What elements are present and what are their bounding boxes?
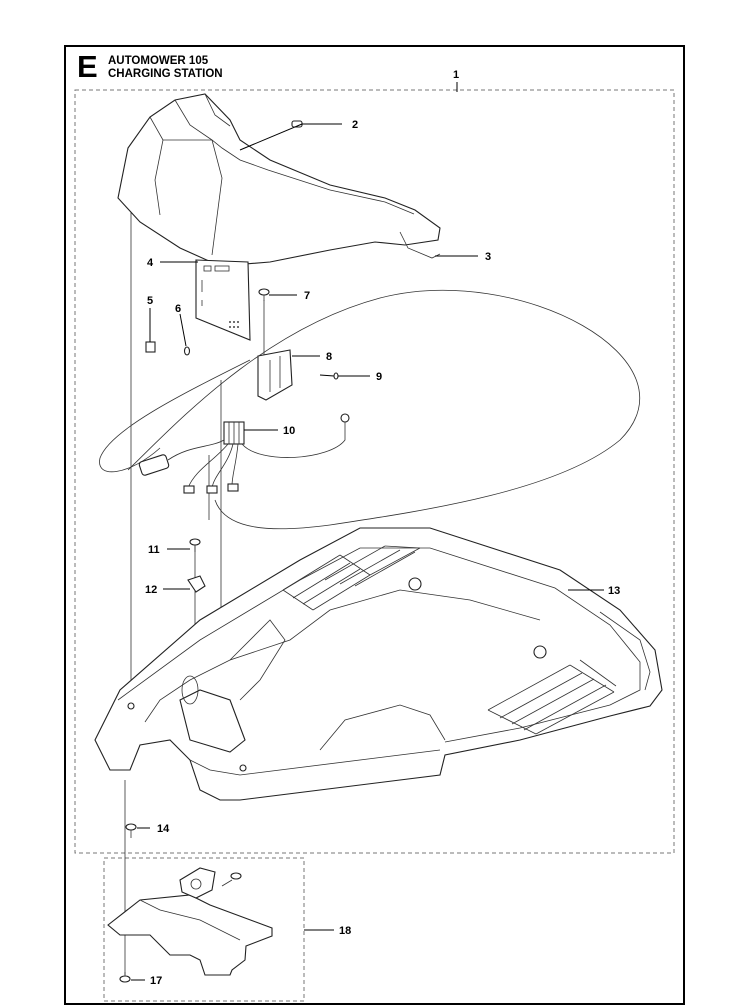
part-screw-14 bbox=[125, 823, 137, 838]
section-letter: E bbox=[77, 49, 98, 84]
circuit-board bbox=[195, 259, 251, 341]
callout-1: 1 bbox=[453, 69, 459, 81]
callout-2: 2 bbox=[352, 119, 358, 131]
part-screw bbox=[258, 288, 270, 301]
callout-leaders bbox=[131, 82, 604, 981]
diagram-title-model: AUTOMOWER 105 bbox=[108, 55, 209, 67]
contact-bracket-assembly bbox=[107, 867, 273, 976]
callout-6: 6 bbox=[175, 303, 181, 315]
part-clip bbox=[145, 341, 156, 353]
part-latch-12 bbox=[187, 575, 206, 593]
part-washer bbox=[183, 346, 191, 356]
diagram-title-assembly: CHARGING STATION bbox=[108, 68, 223, 80]
callout-17: 17 bbox=[150, 975, 162, 987]
loop-wire bbox=[99, 359, 251, 473]
callout-11: 11 bbox=[148, 544, 160, 556]
callout-9: 9 bbox=[376, 371, 382, 383]
charging-plate-base bbox=[94, 527, 663, 801]
part-screw-17 bbox=[119, 972, 131, 983]
diagram-frame bbox=[64, 45, 685, 1005]
callout-13: 13 bbox=[608, 585, 620, 597]
callout-14: 14 bbox=[157, 823, 170, 835]
callout-4: 4 bbox=[147, 257, 154, 269]
callout-10: 10 bbox=[283, 425, 295, 437]
callout-12: 12 bbox=[145, 584, 157, 596]
callout-3: 3 bbox=[485, 251, 491, 263]
part-screw-11 bbox=[189, 538, 201, 552]
contact-bracket bbox=[257, 349, 293, 401]
part-bolt bbox=[319, 372, 339, 380]
assembly-1-boundary bbox=[74, 89, 675, 854]
assembly-18-boundary bbox=[103, 857, 305, 1002]
callout-8: 8 bbox=[326, 351, 332, 363]
callout-5: 5 bbox=[147, 295, 153, 307]
connector-harness bbox=[138, 413, 350, 494]
callout-18: 18 bbox=[339, 925, 351, 937]
loop-wire bbox=[127, 289, 641, 530]
charging-station-cover bbox=[117, 93, 441, 267]
callout-7: 7 bbox=[304, 290, 310, 302]
